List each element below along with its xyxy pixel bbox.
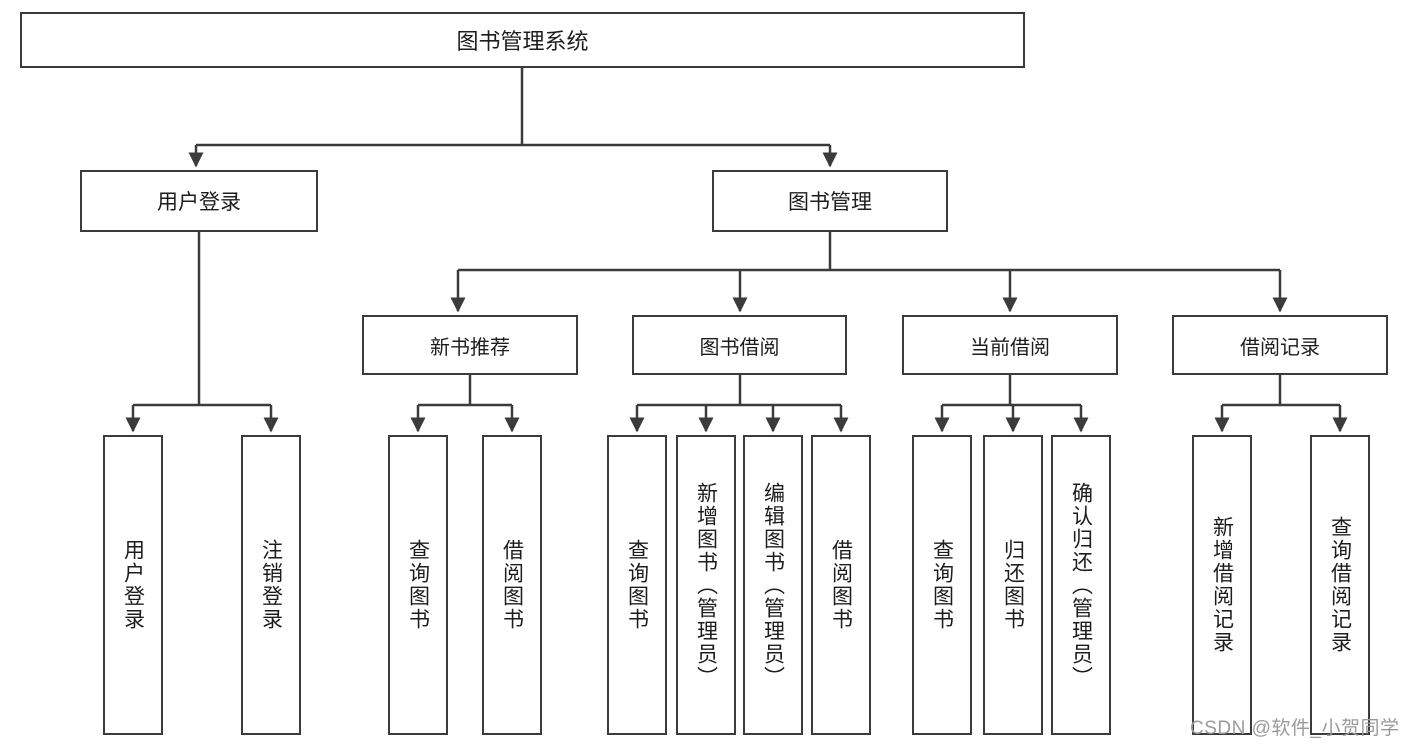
- node-leaf-query-record-label: 查询借阅记录: [1328, 516, 1352, 654]
- node-leaf-query-book-1[interactable]: 查询图书: [388, 435, 448, 735]
- node-leaf-user-logout[interactable]: 注销登录: [241, 435, 301, 735]
- node-leaf-query-book-3[interactable]: 查询图书: [912, 435, 972, 735]
- node-leaf-query-book-3-label: 查询图书: [930, 539, 954, 631]
- node-book-borrow-label: 图书借阅: [699, 336, 780, 359]
- node-leaf-add-book[interactable]: 新增图书（管理员）: [676, 435, 736, 735]
- node-current-borrow[interactable]: 当前借阅: [902, 315, 1118, 375]
- node-leaf-query-book-2[interactable]: 查询图书: [607, 435, 667, 735]
- node-root-label: 图书管理系统: [456, 29, 589, 54]
- node-leaf-query-record[interactable]: 查询借阅记录: [1310, 435, 1370, 735]
- node-leaf-query-book-2-label: 查询图书: [625, 539, 649, 631]
- node-leaf-confirm-return-label: 确认归还（管理员）: [1069, 481, 1093, 689]
- node-leaf-borrow-book-1[interactable]: 借阅图书: [482, 435, 542, 735]
- node-leaf-confirm-return[interactable]: 确认归还（管理员）: [1051, 435, 1111, 735]
- node-leaf-return-book[interactable]: 归还图书: [983, 435, 1043, 735]
- node-new-book-recommend-label: 新书推荐: [430, 336, 510, 359]
- watermark: CSDN @软件_小贺同学: [1190, 718, 1400, 739]
- node-borrow-record-label: 借阅记录: [1240, 336, 1320, 359]
- node-leaf-user-login[interactable]: 用户登录: [103, 435, 163, 735]
- node-leaf-user-login-label: 用户登录: [121, 539, 145, 631]
- node-new-book-recommend[interactable]: 新书推荐: [362, 315, 578, 375]
- node-leaf-edit-book-label: 编辑图书（管理员）: [761, 481, 785, 689]
- node-book-borrow[interactable]: 图书借阅: [632, 315, 847, 375]
- node-leaf-return-book-label: 归还图书: [1001, 539, 1025, 631]
- node-leaf-borrow-book-1-label: 借阅图书: [500, 539, 524, 631]
- node-book-manage[interactable]: 图书管理: [712, 170, 948, 232]
- node-user-login-label: 用户登录: [157, 191, 241, 214]
- node-root[interactable]: 图书管理系统: [20, 12, 1025, 68]
- node-leaf-add-record[interactable]: 新增借阅记录: [1192, 435, 1252, 735]
- node-current-borrow-label: 当前借阅: [970, 336, 1050, 359]
- node-borrow-record[interactable]: 借阅记录: [1172, 315, 1388, 375]
- node-leaf-query-book-1-label: 查询图书: [406, 539, 430, 631]
- node-leaf-borrow-book-2-label: 借阅图书: [829, 539, 853, 631]
- node-book-manage-label: 图书管理: [788, 191, 872, 214]
- node-leaf-add-record-label: 新增借阅记录: [1210, 516, 1234, 654]
- node-user-login[interactable]: 用户登录: [80, 170, 318, 232]
- node-leaf-edit-book[interactable]: 编辑图书（管理员）: [743, 435, 803, 735]
- node-leaf-add-book-label: 新增图书（管理员）: [694, 481, 718, 689]
- node-leaf-user-logout-label: 注销登录: [259, 539, 283, 631]
- node-leaf-borrow-book-2[interactable]: 借阅图书: [811, 435, 871, 735]
